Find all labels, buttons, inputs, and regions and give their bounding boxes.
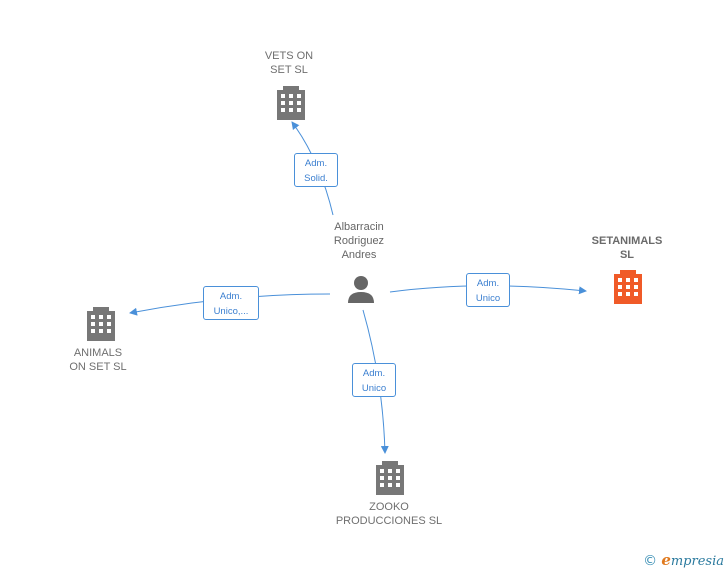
node-label-person[interactable]: Albarracin Rodriguez Andres — [333, 221, 385, 261]
building-icon-setanimals[interactable] — [614, 270, 642, 304]
brand-initial: e — [661, 551, 671, 569]
edge-label-to-animals[interactable]: Adm. Unico,... — [203, 286, 259, 320]
brand-name: mpresia — [670, 554, 724, 569]
edge-label-to-setanimals[interactable]: Adm. Unico — [466, 273, 510, 307]
person-icon[interactable] — [348, 276, 374, 303]
building-icon-animals[interactable] — [87, 307, 115, 341]
node-label-vets[interactable]: VETS ON SET SL — [264, 50, 314, 76]
node-label-setanimals[interactable]: SETANIMALS SL — [591, 235, 663, 261]
empresia-watermark: © empresia — [643, 551, 724, 569]
building-icon-vets[interactable] — [277, 86, 305, 120]
building-icon-zooko[interactable] — [376, 461, 404, 495]
node-label-animals[interactable]: ANIMALS ON SET SL — [69, 347, 127, 373]
edge-label-to-zooko[interactable]: Adm. Unico — [352, 363, 396, 397]
copyright-symbol: © — [643, 553, 658, 569]
edge-label-to-vets[interactable]: Adm. Solid. — [294, 153, 338, 187]
node-label-zooko[interactable]: ZOOKO PRODUCCIONES SL — [335, 501, 443, 527]
